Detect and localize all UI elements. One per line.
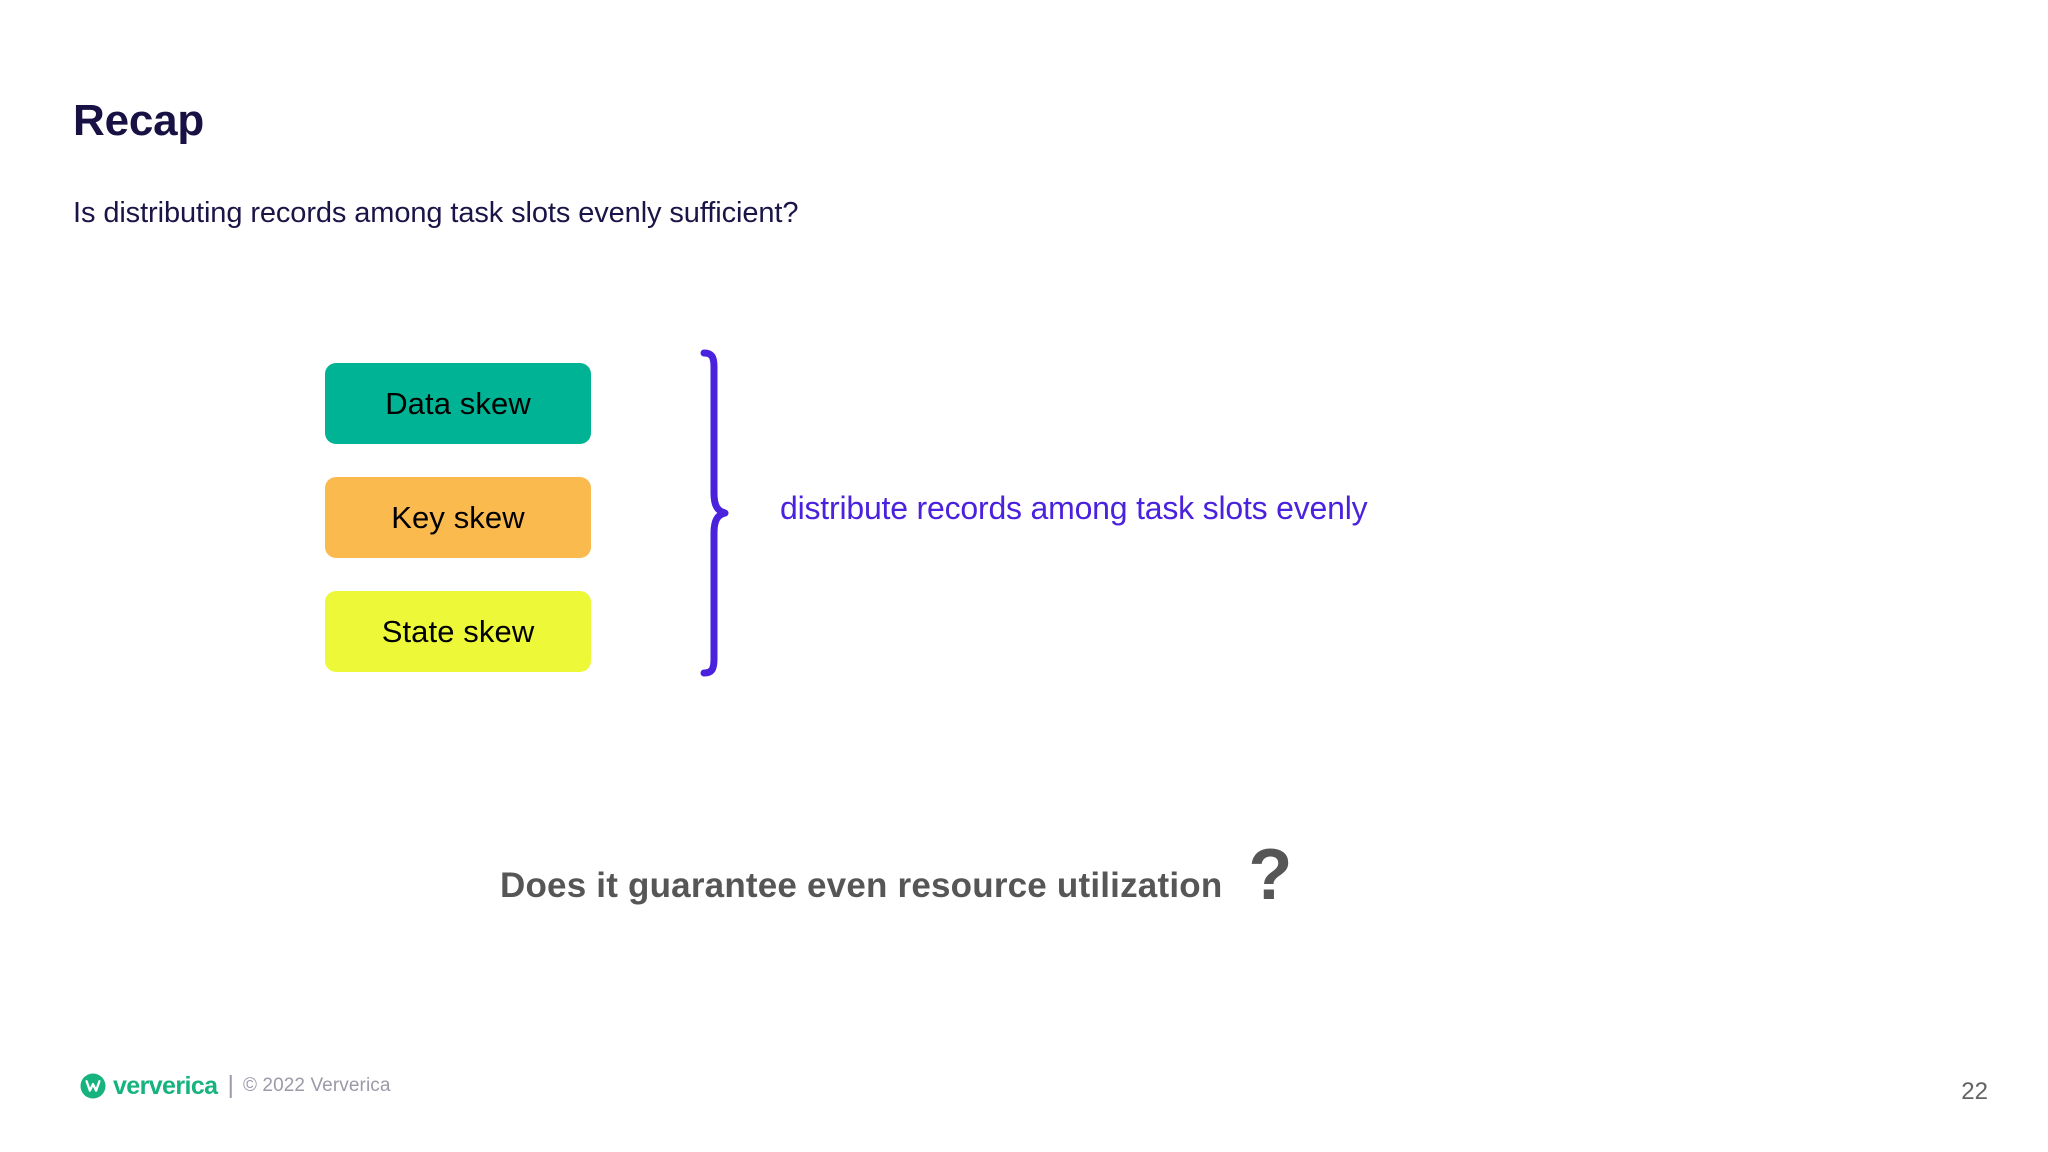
brand-name: ververica [113,1071,218,1100]
skew-box-data: Data skew [325,363,591,444]
skew-box-label: Key skew [391,499,525,535]
skew-box-label: State skew [381,613,535,649]
footer: ververica | © 2022 Ververica [80,1069,391,1103]
closing-question-text: Does it guarantee even resource utilizat… [500,866,1223,905]
brace-annotation-text: distribute records among task slots even… [780,490,1368,526]
curly-brace-icon [684,345,744,681]
skew-box-state: State skew [325,591,591,672]
page-title: Recap [73,96,205,146]
footer-separator: | [227,1070,234,1099]
ververica-logo-icon [80,1073,106,1099]
curly-brace-svg [700,349,729,677]
slide-subtitle: Is distributing records among task slots… [73,197,799,229]
footer-copyright: © 2022 Ververica [242,1075,391,1096]
ververica-logo-svg [80,1073,106,1099]
skew-box-key: Key skew [325,477,591,558]
skew-box-label: Data skew [385,385,531,421]
page-number: 22 [1961,1078,1988,1105]
closing-question: Does it guarantee even resource utilizat… [500,835,1293,915]
